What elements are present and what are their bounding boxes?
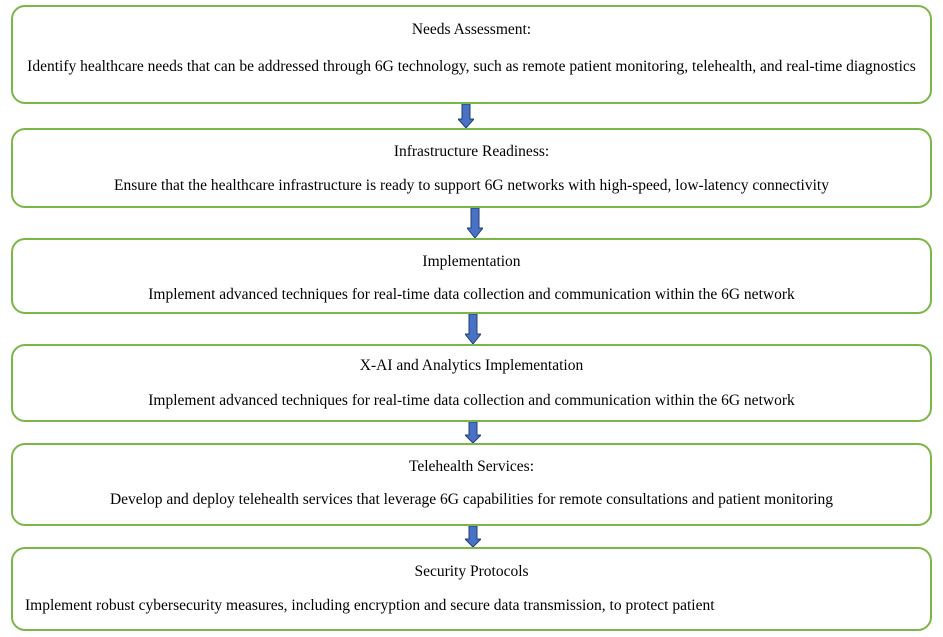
step-description: Implement robust cybersecurity measures,… xyxy=(25,597,715,614)
step-title: Needs Assessment: xyxy=(411,21,532,38)
step-description: Identify healthcare needs that can be ad… xyxy=(27,58,916,75)
step-title: Infrastructure Readiness: xyxy=(393,143,550,160)
step-box-needs-assessment: Needs Assessment: Identify healthcare ne… xyxy=(11,5,932,104)
step-description: Ensure that the healthcare infrastructur… xyxy=(114,177,829,194)
step-box-infrastructure-readiness: Infrastructure Readiness: Ensure that th… xyxy=(11,128,932,208)
step-description: Implement advanced techniques for real-t… xyxy=(148,392,795,409)
arrow-down-icon xyxy=(467,208,483,238)
arrow-down-icon xyxy=(465,422,481,443)
arrow-down-icon xyxy=(465,526,481,547)
step-box-implementation: Implementation Implement advanced techni… xyxy=(11,238,932,314)
step-box-x-ai-analytics: X-AI and Analytics Implementation Implem… xyxy=(11,344,932,422)
arrow-down-icon xyxy=(458,104,474,128)
step-box-telehealth-services: Telehealth Services: Develop and deploy … xyxy=(11,443,932,526)
step-description: Implement advanced techniques for real-t… xyxy=(148,286,795,303)
step-title: Security Protocols xyxy=(414,563,529,580)
step-title: Telehealth Services: xyxy=(408,458,534,475)
step-title: Implementation xyxy=(422,253,521,270)
step-title: X-AI and Analytics Implementation xyxy=(359,357,584,374)
step-description: Develop and deploy telehealth services t… xyxy=(109,491,834,508)
step-box-security-protocols: Security Protocols Implement robust cybe… xyxy=(11,547,932,631)
arrow-down-icon xyxy=(465,314,481,344)
